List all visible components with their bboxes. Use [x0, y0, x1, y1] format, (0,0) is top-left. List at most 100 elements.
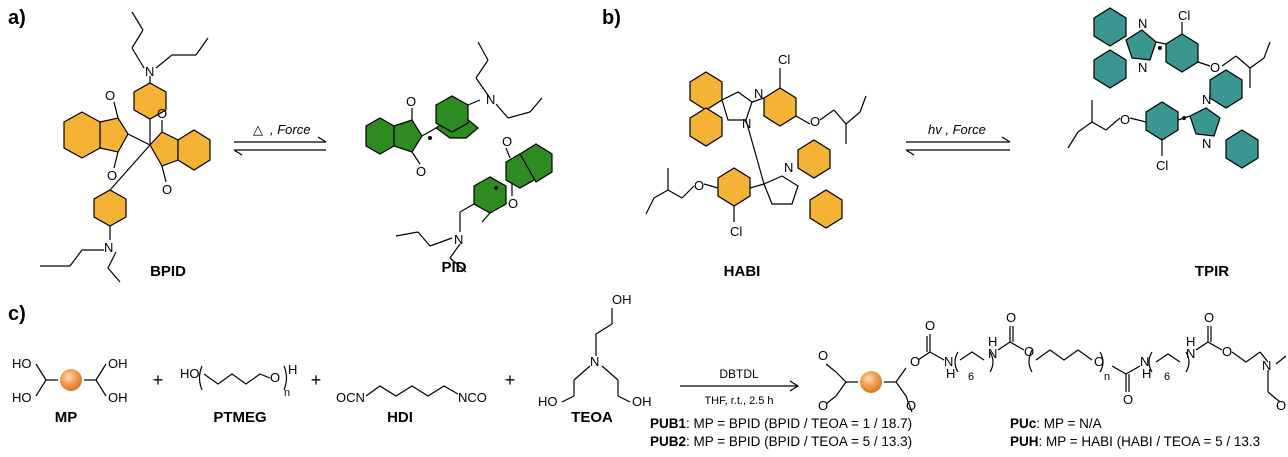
- prod-n-1: N: [944, 354, 953, 369]
- teoa-oh-right: OH: [632, 394, 652, 409]
- habi-molecule: [645, 68, 867, 229]
- bpid-o-1: O: [105, 88, 115, 103]
- footnote-pub1-name: PUB1: [650, 416, 687, 431]
- ptmeg-chain: [198, 365, 288, 391]
- footnote-puh-name: PUH: [1010, 434, 1039, 449]
- teoa-oh-top: OH: [612, 292, 632, 307]
- pid-o-2: O: [416, 164, 426, 179]
- prod-n-3: N: [1140, 354, 1149, 369]
- habi-label: HABI: [724, 263, 761, 280]
- bpid-o-3: O: [157, 106, 167, 121]
- hdi-label: HDI: [387, 409, 413, 426]
- habi-o-1: O: [810, 114, 820, 129]
- habi-n-1: N: [754, 86, 763, 101]
- prod-n-sub: n: [1104, 371, 1110, 383]
- panel-c-label: c): [8, 303, 26, 325]
- teoa-ho: HO: [538, 394, 558, 409]
- mp-label: MP: [55, 409, 78, 426]
- bpid-o-2: O: [107, 168, 117, 183]
- mp-oh-2: OH: [108, 390, 128, 405]
- pid-label: PID: [441, 259, 466, 276]
- pid-radical-dot-2: [494, 186, 498, 190]
- habi-o-2: O: [694, 178, 704, 193]
- prod-o-4: O: [906, 398, 916, 413]
- prod-n-2: N: [988, 346, 997, 361]
- tpir-label: TPIR: [1195, 263, 1229, 280]
- prod-six-1: 6: [968, 371, 974, 383]
- mp-ho-1: HO: [12, 356, 32, 371]
- mp-molecule: [35, 363, 107, 397]
- ptmeg-o: O: [270, 370, 280, 385]
- footnote-puc: PUc: MP = N/A: [1010, 416, 1102, 431]
- prod-h-3: H: [1142, 366, 1151, 381]
- footnote-pub2-name: PUB2: [650, 434, 686, 449]
- mp-oh-1: OH: [108, 356, 128, 371]
- tpir-cl-bottom: Cl: [1156, 158, 1168, 173]
- footnote-puc-text: : MP = N/A: [1036, 416, 1101, 431]
- prod-o-2: O: [818, 398, 828, 413]
- prod-o-3: O: [910, 354, 920, 369]
- arrow-a-label: , Force: [270, 122, 310, 137]
- pid-o-3: O: [502, 134, 512, 149]
- tpir-cl-top: Cl: [1178, 8, 1190, 23]
- pid-radical-dot-1: [428, 136, 432, 140]
- teoa-label: TEOA: [571, 409, 613, 426]
- prod-o-5: O: [925, 318, 935, 333]
- panel-b-label: b): [602, 7, 621, 29]
- bpid-n-top: N: [145, 64, 154, 79]
- prod-six-2: 6: [1164, 371, 1170, 383]
- equilibrium-arrow-b: [905, 136, 1011, 156]
- prod-o-8: O: [1094, 354, 1104, 369]
- ptmeg-n: n: [284, 387, 290, 399]
- panel-a-label: a): [8, 7, 26, 29]
- tpir-n-1: N: [1138, 16, 1147, 31]
- plus-2: +: [311, 370, 322, 390]
- teoa-n: N: [590, 354, 599, 369]
- tpir-n-2: N: [1138, 60, 1147, 75]
- footnote-puh-text: : MP = HABI (HABI / TEOA = 5 / 13.3: [1039, 434, 1261, 449]
- prod-o-7: O: [1024, 344, 1034, 359]
- bpid-molecule: [40, 11, 211, 283]
- catalyst-label: DBTDL: [719, 367, 759, 381]
- prod-o-12: O: [1276, 398, 1286, 413]
- arrow-b-label: hv , Force: [928, 122, 986, 137]
- mp-ho-2: HO: [12, 390, 32, 405]
- bpid-label: BPID: [150, 263, 186, 280]
- pid-n-2: N: [454, 232, 463, 247]
- habi-cl-bottom: Cl: [730, 224, 742, 239]
- pid-n-1: N: [486, 92, 495, 107]
- hdi-chain: [365, 385, 459, 397]
- ptmeg-h: H: [288, 362, 297, 377]
- arrow-a-triangle: △: [253, 122, 263, 137]
- prod-h-2: H: [988, 334, 997, 349]
- ptmeg-ho: HO: [180, 366, 200, 381]
- tpir-radical-dot-1: [1158, 46, 1162, 50]
- footnote-puh: PUH: MP = HABI (HABI / TEOA = 5 / 13.3: [1010, 434, 1260, 449]
- equilibrium-arrow-a: [233, 136, 327, 156]
- mp-sphere: [60, 369, 82, 391]
- prod-n-5: N: [1262, 358, 1271, 373]
- conditions-label: THF, r.t., 2.5 h: [704, 395, 773, 407]
- footnote-pub2-text: : MP = BPID (BPID / TEOA = 5 / 13.3): [686, 434, 912, 449]
- product-sphere: [860, 371, 882, 393]
- prod-n-4: N: [1186, 346, 1195, 361]
- pid-o-4: O: [508, 196, 518, 211]
- footnote-pub2: PUB2: MP = BPID (BPID / TEOA = 5 / 13.3): [650, 434, 912, 449]
- prod-o-6: O: [1006, 310, 1016, 325]
- pid-o-1: O: [406, 94, 416, 109]
- reaction-arrow: [680, 380, 800, 392]
- prod-o-9: O: [1123, 392, 1133, 407]
- plus-1: +: [153, 370, 164, 390]
- footnote-pub1: PUB1: MP = BPID (BPID / TEOA = 1 / 18.7): [650, 416, 912, 431]
- prod-h-4: H: [1186, 334, 1195, 349]
- teoa-molecule: [561, 308, 631, 403]
- tpir-n-3: N: [1202, 92, 1211, 107]
- tpir-radical-dot-2: [1182, 116, 1186, 120]
- hdi-nco: NCO: [458, 390, 487, 405]
- plus-3: +: [505, 370, 516, 390]
- habi-n-3: N: [784, 160, 793, 175]
- tpir-n-4: N: [1202, 136, 1211, 151]
- footnote-puc-name: PUc: [1010, 416, 1037, 431]
